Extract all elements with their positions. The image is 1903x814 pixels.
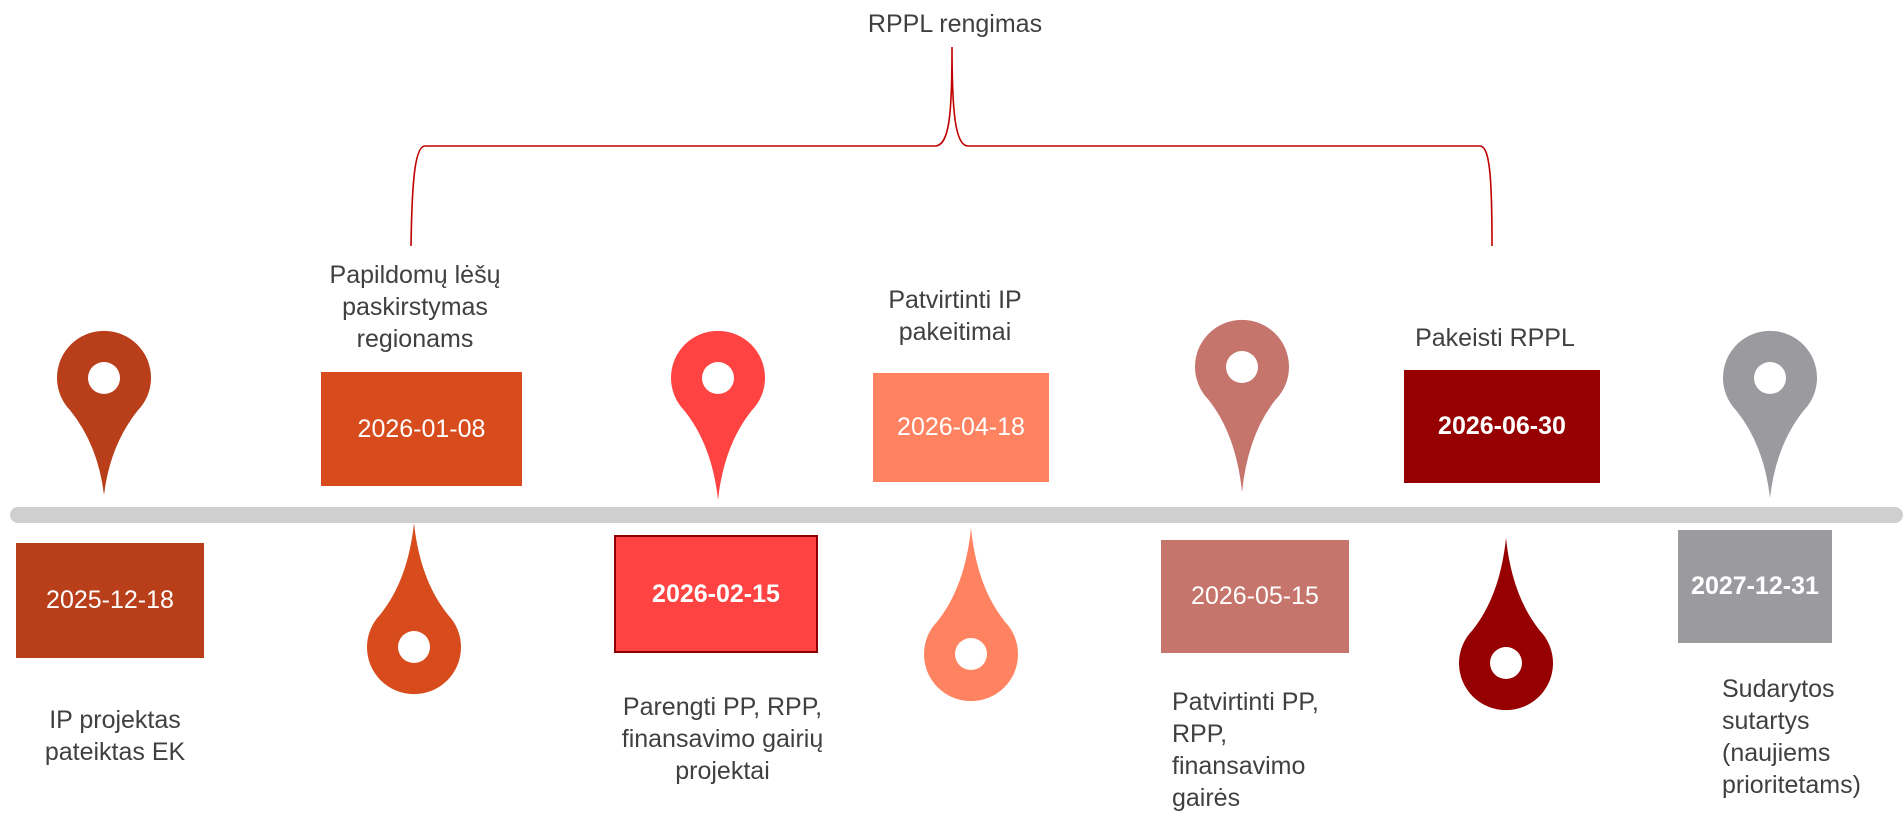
milestone-date-4: 2026-04-18 xyxy=(873,373,1049,482)
milestone-label-5: Patvirtinti PP, RPP, finansavimo gairės xyxy=(1172,688,1319,812)
pin-hole xyxy=(88,362,120,394)
pin-hole xyxy=(1226,351,1258,383)
map-pin-icon xyxy=(366,523,461,695)
pin-hole xyxy=(398,631,430,663)
milestone-date-3: 2026-02-15 xyxy=(614,535,818,653)
map-pin-icon xyxy=(1195,319,1289,492)
pin-hole xyxy=(702,362,734,394)
milestone-label-1: IP projektas pateiktas EK xyxy=(44,706,186,766)
pin-hole xyxy=(1490,647,1522,679)
map-pin-icon xyxy=(671,330,765,500)
milestone-label-6: Pakeisti RPPL xyxy=(1415,324,1575,352)
phase-title: RPPL rengimas xyxy=(867,10,1043,38)
milestone-date-7: 2027-12-31 xyxy=(1678,530,1832,643)
milestone-date-5: 2026-05-15 xyxy=(1161,540,1349,653)
map-pin-icon xyxy=(923,528,1018,702)
map-pin-icon xyxy=(1459,538,1553,711)
phase-bracket xyxy=(410,46,1493,247)
milestone-label-2: Papildomų lėšų paskirstymas regionams xyxy=(329,261,501,353)
pin-hole xyxy=(955,638,987,670)
milestone-date-6: 2026-06-30 xyxy=(1404,370,1600,483)
map-pin-icon xyxy=(56,330,151,495)
milestone-date-2: 2026-01-08 xyxy=(321,372,522,486)
milestone-date-1: 2025-12-18 xyxy=(16,543,204,658)
milestone-label-3: Parengti PP, RPP, finansavimo gairių pro… xyxy=(621,693,824,785)
milestone-label-4: Patvirtinti IP pakeitimai xyxy=(888,286,1022,346)
pin-hole xyxy=(1754,362,1786,394)
milestone-label-7: Sudarytos sutartys (naujiems prioritetam… xyxy=(1722,675,1861,799)
timeline-bar xyxy=(10,507,1903,523)
map-pin-icon xyxy=(1723,330,1818,498)
